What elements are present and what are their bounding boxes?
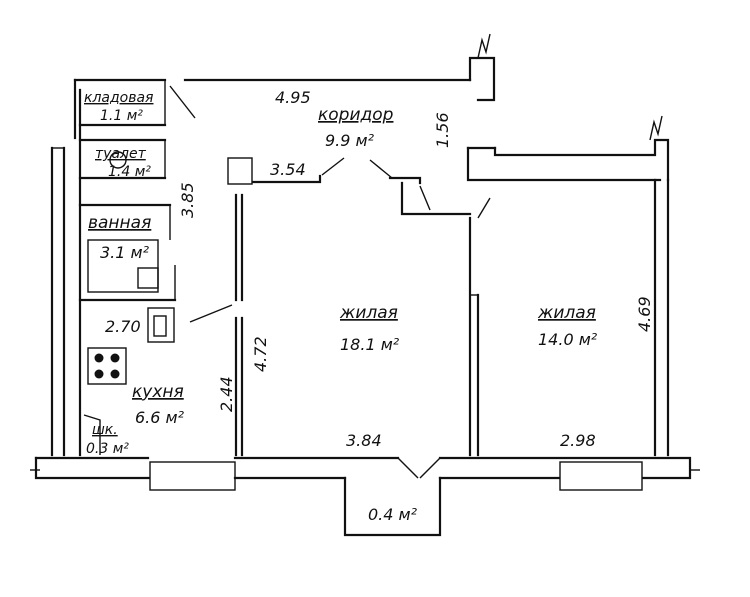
living1-name: жилая [339, 303, 398, 323]
living2-area: 14.0 м² [538, 330, 598, 349]
corridor-area: 9.9 м² [325, 131, 375, 150]
stove-icon [87, 347, 127, 385]
dim-living1-depth: 4.72 [251, 336, 270, 372]
room-labels: кладовая 1.1 м² коридор 9.9 м² туалет 1.… [84, 90, 598, 524]
dim-living2-width: 2.98 [560, 431, 596, 450]
dimension-labels: 4.95 1.56 3.54 3.85 2.70 2.44 4.72 3.84 … [105, 88, 654, 450]
bathtub-icon [87, 239, 159, 293]
doors [169, 85, 491, 479]
dim-corridor-depth: 1.56 [433, 112, 452, 148]
living2-name: жилая [537, 303, 596, 323]
dim-corridor-segment: 3.54 [270, 160, 306, 179]
dim-kitchen-depth: 2.44 [217, 376, 236, 412]
corridor-name: коридор [318, 105, 394, 125]
kitchen-name: кухня [132, 382, 184, 402]
bathroom-area: 3.1 м² [100, 243, 150, 262]
dim-living1-width: 3.84 [346, 431, 382, 450]
toilet-bowl-icon [109, 151, 127, 169]
sink-icon [147, 307, 175, 343]
fixtures [83, 151, 175, 455]
storage-area: 1.1 м² [100, 108, 143, 124]
balcony-area: 0.4 м² [368, 505, 418, 524]
living1-area: 18.1 м² [340, 335, 400, 354]
bathroom-name: ванная [88, 213, 151, 233]
closet-area: 0.3 м² [86, 441, 129, 457]
toilet-name: туалет [95, 146, 147, 162]
walls [30, 33, 700, 537]
closet-name: шк. [92, 422, 118, 438]
toilet-area: 1.4 м² [108, 164, 151, 180]
storage-name: кладовая [84, 90, 153, 106]
dim-kitchen-width: 2.70 [105, 317, 141, 336]
kitchen-area: 6.6 м² [135, 408, 185, 427]
dim-toilet-bath-depth: 3.85 [178, 182, 197, 218]
partitions [78, 80, 480, 457]
dim-living2-depth: 4.69 [635, 296, 654, 332]
dim-corridor-length: 4.95 [275, 88, 311, 107]
